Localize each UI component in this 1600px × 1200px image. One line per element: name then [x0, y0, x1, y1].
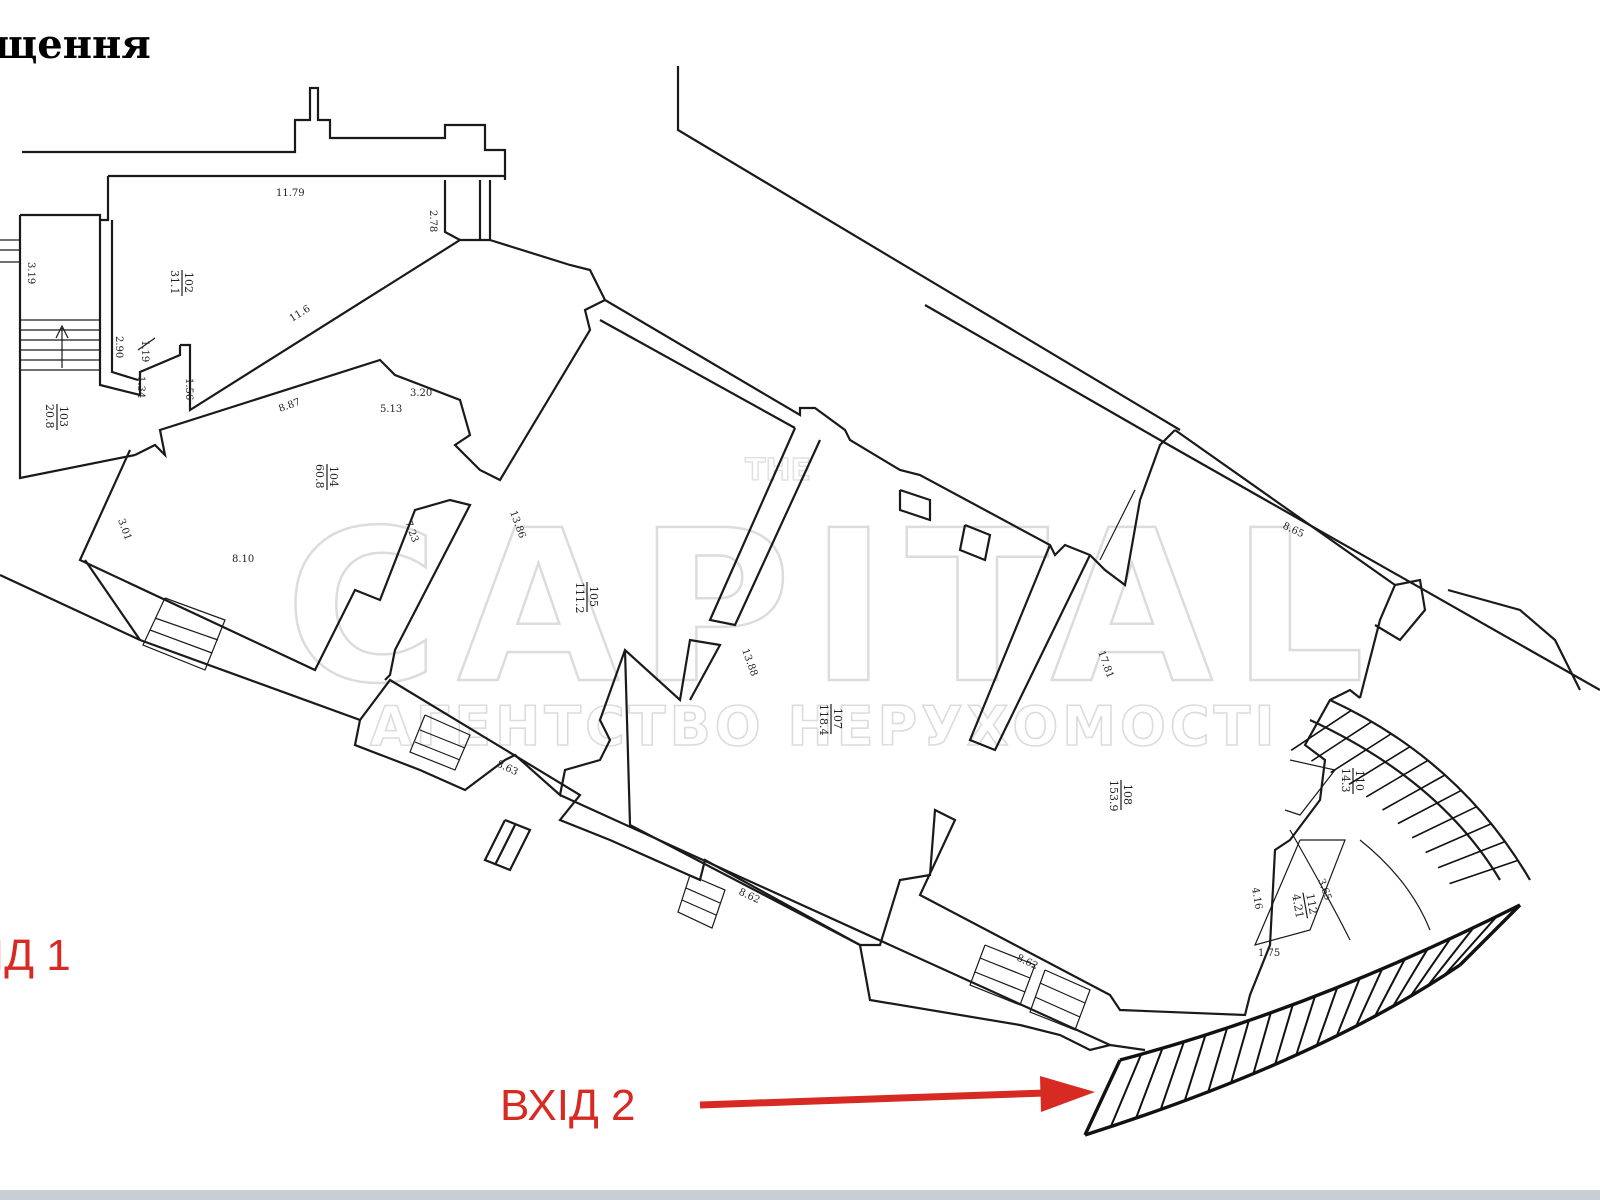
watermark-main: CAPITAL [285, 485, 1383, 730]
stair-treads [1109, 709, 1519, 1127]
stair-tread [1295, 995, 1316, 1056]
dim-label: 3.01 [115, 517, 133, 542]
dim-label: 11.79 [276, 188, 305, 199]
svg-text:108: 108 [1121, 784, 1134, 805]
svg-text:111.2: 111.2 [573, 582, 586, 614]
dim-label: 3.20 [410, 388, 432, 399]
entrance-2-label: ВХІД 2 [500, 1081, 635, 1130]
room-label: 105 111.2 [573, 582, 600, 614]
stair-tread [1274, 1004, 1294, 1065]
stair-tread [1355, 968, 1384, 1027]
svg-text:103: 103 [57, 406, 70, 427]
svg-text:105: 105 [587, 586, 600, 607]
dim-label: 4.16 [1249, 887, 1264, 911]
stair-tread [1315, 987, 1339, 1046]
stair-tread [1159, 1041, 1185, 1110]
svg-text:102: 102 [182, 272, 195, 293]
stair-tread [1382, 774, 1446, 811]
dim-label: 8.63 [495, 759, 520, 778]
watermark-sub: АГЕНТСТВО НЕРУХОМОСТІ [370, 695, 1278, 758]
dim-label: 3.19 [25, 262, 36, 284]
plan-title: щення [0, 21, 151, 68]
svg-text:110: 110 [1353, 770, 1366, 791]
room-label: 104 60.8 [313, 464, 340, 490]
dim-label: 8.87 [277, 397, 302, 415]
stair-tread [1426, 927, 1475, 987]
dim-label: 2.78 [427, 210, 438, 232]
room-label: 110 14.3 [1339, 768, 1366, 794]
svg-text:20.8: 20.8 [43, 404, 56, 429]
stair-tread [1335, 977, 1361, 1037]
stair-tread [1348, 745, 1411, 786]
stair-tread [1411, 805, 1478, 839]
upper-wing-walls [0, 86, 507, 480]
svg-text:4.21: 4.21 [1289, 893, 1306, 919]
stair-tread [1449, 859, 1519, 885]
dim-label: 2.90 [113, 336, 124, 358]
stair-tread [1392, 948, 1429, 1007]
dim-label: 8.10 [232, 554, 254, 565]
room-label: 107 118.4 [817, 704, 844, 736]
dim-label: 5.13 [380, 404, 402, 415]
stair-tread [1374, 958, 1406, 1017]
stair-tread [1409, 937, 1452, 997]
stair-tread [1425, 823, 1492, 854]
dim-label: 1.34 [135, 376, 146, 398]
svg-text:153.9: 153.9 [1107, 780, 1120, 812]
stair-tread [1252, 1012, 1272, 1074]
stair-tread [1310, 720, 1373, 762]
stair-tread [1330, 733, 1392, 774]
stair-tread [1183, 1034, 1207, 1101]
stair-tread [1230, 1020, 1250, 1084]
svg-text:60.8: 60.8 [313, 464, 326, 489]
entrance-2-arrow [699, 1076, 1095, 1112]
watermark: THE CAPITAL АГЕНТСТВО НЕРУХОМОСТІ [284, 452, 1383, 758]
svg-text:107: 107 [831, 708, 844, 729]
svg-text:104: 104 [327, 466, 340, 487]
curved-staircase [1083, 699, 1531, 1137]
dim-label: 1.75 [1258, 948, 1280, 959]
stair-tread [1397, 789, 1462, 825]
stair-tread [1207, 1027, 1229, 1093]
dim-label: 1.19 [139, 340, 150, 362]
bottom-border [0, 1190, 1600, 1200]
stair-tread [1365, 759, 1429, 798]
entrance-1-label: ІД 1 [0, 931, 71, 980]
dim-label: 11.6 [288, 303, 313, 324]
stair-tread [1109, 1053, 1143, 1127]
stair-tread [1135, 1047, 1164, 1119]
dim-label: 1.56 [183, 378, 194, 400]
street-lines [0, 66, 1600, 691]
svg-text:112: 112 [1303, 892, 1319, 915]
room-label: 112 4.21 [1289, 892, 1320, 919]
room-label: 108 153.9 [1107, 780, 1134, 812]
room-label: 103 20.8 [43, 404, 70, 430]
stair-tread [1443, 915, 1498, 977]
stair-tread [1290, 709, 1352, 751]
stair-tread [1437, 840, 1506, 869]
svg-text:31.1: 31.1 [168, 270, 181, 295]
room-label: 102 31.1 [168, 270, 195, 296]
svg-text:118.4: 118.4 [817, 704, 830, 736]
room-labels: 102 31.1 103 20.8 104 60.8 105 111.2 107… [43, 270, 1366, 919]
svg-text:14.3: 14.3 [1339, 768, 1352, 793]
door-steps [142, 597, 1091, 1031]
main-walls [78, 238, 1427, 1052]
